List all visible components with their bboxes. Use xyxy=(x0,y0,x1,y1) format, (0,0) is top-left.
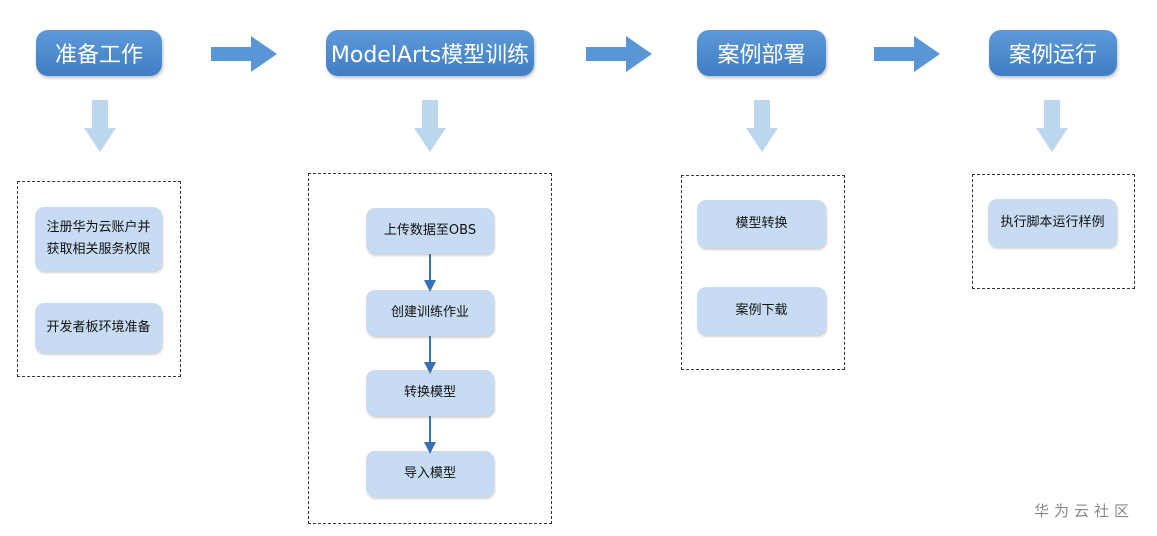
run-step: 执行脚本运行样例 xyxy=(988,199,1117,247)
training-step: 导入模型 xyxy=(366,451,494,497)
stage-run: 案例运行 xyxy=(989,30,1117,76)
training-step: 转换模型 xyxy=(366,370,494,416)
flow-down-arrow-icon xyxy=(424,254,436,292)
prep-step: 开发者板环境准备 xyxy=(35,303,162,353)
down-arrow-icon xyxy=(84,100,116,152)
flow-down-arrow-icon xyxy=(424,336,436,374)
watermark: 华为云社区 xyxy=(1034,502,1135,520)
training-step: 上传数据至OBS xyxy=(366,208,494,254)
deploy-step: 案例下载 xyxy=(697,287,826,335)
prep-step: 注册华为云账户并 获取相关服务权限 xyxy=(35,207,162,271)
training-panel xyxy=(308,173,552,524)
right-arrow-icon xyxy=(874,36,940,72)
stage-prep: 准备工作 xyxy=(36,30,162,76)
right-arrow-icon xyxy=(211,36,277,72)
stage-deploy: 案例部署 xyxy=(697,30,826,76)
down-arrow-icon xyxy=(746,100,778,152)
stage-training: ModelArts模型训练 xyxy=(326,30,534,76)
prep-panel xyxy=(17,181,181,377)
run-panel xyxy=(972,174,1135,289)
flow-down-arrow-icon xyxy=(424,416,436,454)
right-arrow-icon xyxy=(586,36,652,72)
training-step: 创建训练作业 xyxy=(366,290,494,336)
deploy-panel xyxy=(681,175,845,370)
down-arrow-icon xyxy=(1036,100,1068,152)
down-arrow-icon xyxy=(414,100,446,152)
deploy-step: 模型转换 xyxy=(697,200,826,248)
